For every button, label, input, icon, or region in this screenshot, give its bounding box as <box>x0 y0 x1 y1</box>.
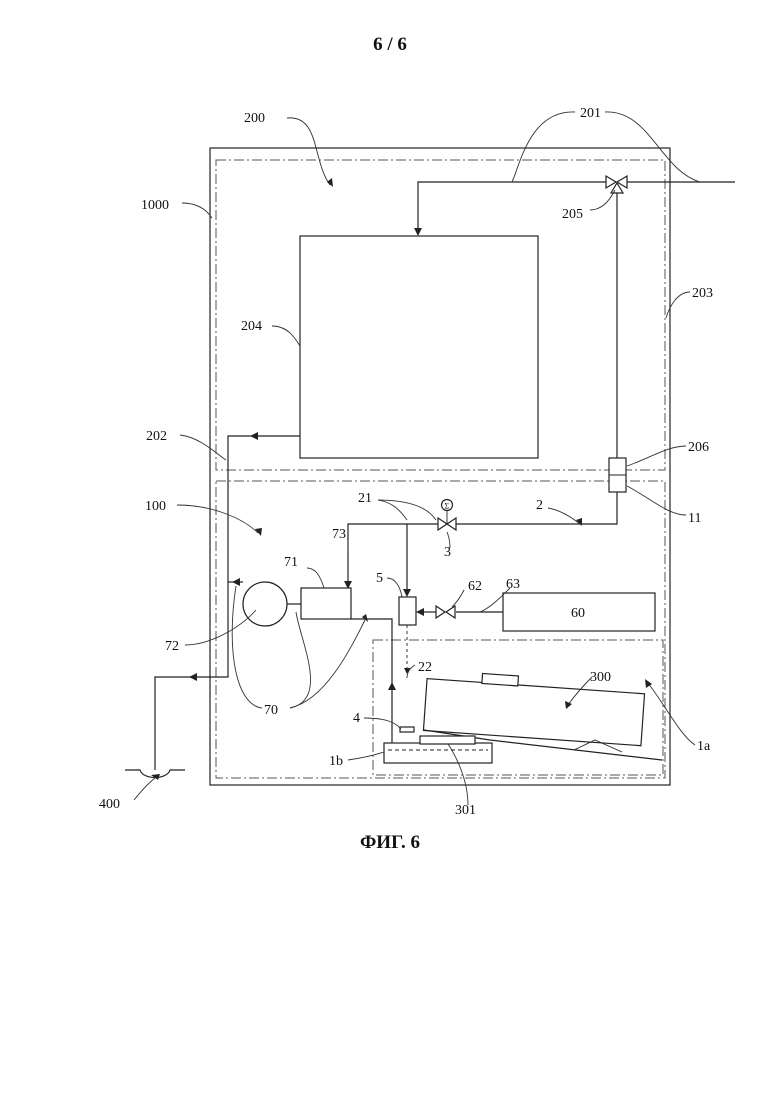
leader-204 <box>272 326 300 346</box>
label-63: 63 <box>506 577 520 592</box>
arrow-into-chamber <box>414 228 422 236</box>
drum-300 <box>423 670 645 746</box>
leader-5 <box>387 578 402 597</box>
tank-71 <box>301 588 351 619</box>
leader-70b <box>290 612 311 708</box>
arrow-drain-400 <box>189 673 197 681</box>
label-70: 70 <box>264 703 278 718</box>
leader-202 <box>180 435 226 460</box>
label-100: 100 <box>145 499 166 514</box>
leader-21a <box>378 500 407 520</box>
label-201: 201 <box>580 106 601 121</box>
label-300: 300 <box>590 670 611 685</box>
leader-72 <box>185 610 256 645</box>
leader-100 <box>177 505 258 533</box>
arrow-line-70 <box>388 682 396 690</box>
label-62: 62 <box>468 579 482 594</box>
label-1a: 1a <box>697 739 711 754</box>
leader-206 <box>627 446 686 466</box>
label-4: 4 <box>353 711 360 726</box>
leader-1b <box>348 752 384 760</box>
label-5: 5 <box>376 571 383 586</box>
leader-201b <box>605 112 700 182</box>
drum-foot-301 <box>420 736 475 744</box>
pump-72 <box>243 582 287 626</box>
label-1b: 1b <box>329 754 343 769</box>
leader-1000 <box>182 203 212 218</box>
line-21-to-73 <box>348 524 438 583</box>
leader-200 <box>287 118 330 185</box>
label-73: 73 <box>332 527 346 542</box>
label-204: 204 <box>241 319 262 334</box>
leader-400 <box>134 778 155 800</box>
label-2: 2 <box>536 498 543 513</box>
label-200: 200 <box>244 111 265 126</box>
arrow-drain-202 <box>250 432 258 440</box>
label-202: 202 <box>146 429 167 444</box>
label-301: 301 <box>455 803 476 818</box>
dispenser-5 <box>399 597 416 625</box>
valve-3-right <box>447 518 456 530</box>
leader-22 <box>407 665 415 678</box>
figure-caption: ФИГ. 6 <box>0 832 780 854</box>
arrow-into-5 <box>403 589 411 597</box>
label-400: 400 <box>99 797 120 812</box>
treatment-chamber-204 <box>300 236 538 458</box>
leader-71 <box>307 568 324 588</box>
label-71: 71 <box>284 555 298 570</box>
label-60: 60 <box>571 606 585 621</box>
label-22: 22 <box>418 660 432 675</box>
label-205: 205 <box>562 207 583 222</box>
valve-62-right <box>446 606 455 618</box>
leader-11 <box>627 486 686 515</box>
label-3: 3 <box>444 545 451 560</box>
line-70 <box>351 619 392 748</box>
arrow-into-dispenser <box>416 608 424 616</box>
label-203: 203 <box>692 286 713 301</box>
label-11: 11 <box>688 511 701 526</box>
leader-62 <box>452 590 464 607</box>
nozzle-4 <box>400 727 414 732</box>
label-1000: 1000 <box>141 198 169 213</box>
leader-4 <box>364 718 401 729</box>
actuator-sigma-symbol: Σ <box>445 502 450 511</box>
valve-3-left <box>438 518 447 530</box>
valve-62-left <box>436 606 445 618</box>
leader-2 <box>548 508 580 524</box>
leader-201a <box>512 112 575 182</box>
sump-1b <box>384 743 492 763</box>
arrow-pump-outlet <box>232 578 240 586</box>
label-206: 206 <box>688 440 709 455</box>
leader-1a <box>648 683 695 745</box>
label-21: 21 <box>358 491 372 506</box>
label-72: 72 <box>165 639 179 654</box>
leader-21b <box>378 500 436 520</box>
